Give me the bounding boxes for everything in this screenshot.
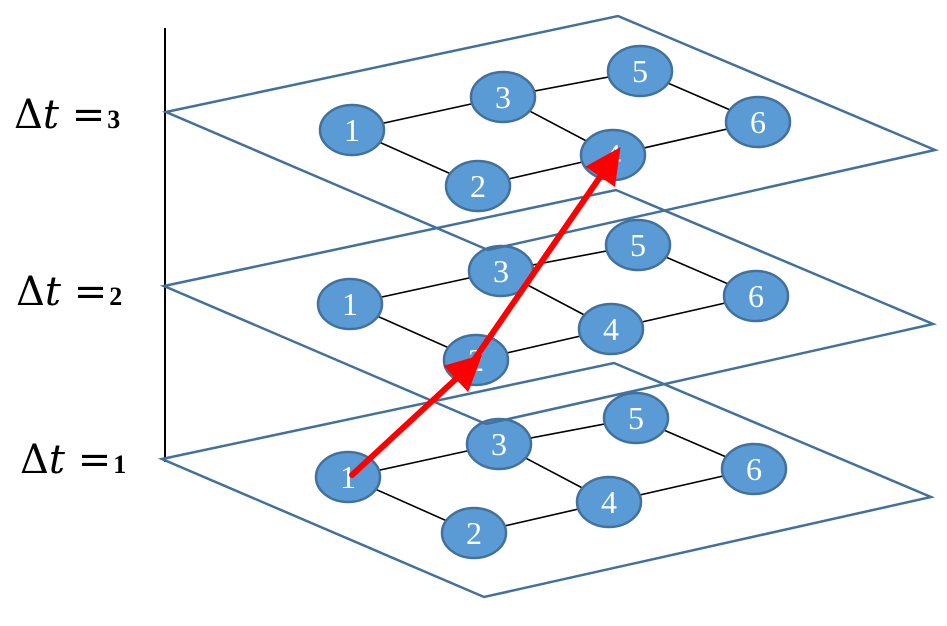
node-label: 6 bbox=[750, 104, 766, 140]
node-label: 6 bbox=[746, 451, 762, 487]
time-step-label-2: Δt =2 bbox=[16, 269, 123, 315]
path-arrow-1-to-2 bbox=[349, 354, 483, 478]
node-circle bbox=[440, 506, 508, 560]
node-5-dt-2: 5 bbox=[604, 218, 672, 272]
node-1-dt-2: 1 bbox=[316, 277, 384, 331]
node-label: 1 bbox=[340, 459, 356, 495]
node-3-dt-2: 3 bbox=[467, 244, 535, 298]
node-label: 5 bbox=[628, 400, 644, 436]
node-5-dt-1: 5 bbox=[602, 391, 670, 445]
node-label: 4 bbox=[603, 311, 619, 347]
node-circle bbox=[604, 218, 672, 272]
node-3-dt-1: 3 bbox=[465, 417, 533, 471]
node-label: 3 bbox=[491, 426, 507, 462]
node-5-dt-3: 5 bbox=[606, 44, 674, 98]
node-circle bbox=[575, 475, 643, 529]
node-label: 1 bbox=[342, 286, 358, 322]
node-3-dt-3: 3 bbox=[469, 70, 537, 124]
layer-dt-1: 1 3 5 2 4 6 bbox=[157, 361, 936, 599]
node-circle bbox=[577, 302, 645, 356]
node-4-dt-2: 4 bbox=[577, 302, 645, 356]
node-label: 2 bbox=[470, 168, 486, 204]
node-circle bbox=[318, 103, 386, 157]
node-label: 6 bbox=[748, 278, 764, 314]
plane-dt-3 bbox=[161, 14, 940, 252]
node-circle bbox=[602, 391, 670, 445]
time-step-label-1: Δt =1 bbox=[20, 437, 127, 483]
node-1-dt-3: 1 bbox=[318, 103, 386, 157]
node-circle bbox=[724, 95, 792, 149]
node-6-dt-2: 6 bbox=[722, 269, 790, 323]
node-circle bbox=[316, 277, 384, 331]
time-step-label-3: Δt =3 bbox=[14, 92, 121, 138]
plane-dt-1 bbox=[157, 361, 936, 599]
node-circle bbox=[722, 269, 790, 323]
node-label: 5 bbox=[632, 53, 648, 89]
node-2-dt-1: 2 bbox=[440, 506, 508, 560]
node-circle bbox=[465, 417, 533, 471]
node-label: 3 bbox=[493, 253, 509, 289]
temporal-path bbox=[349, 147, 621, 478]
node-circle bbox=[606, 44, 674, 98]
node-6-dt-3: 6 bbox=[724, 95, 792, 149]
node-circle bbox=[469, 70, 537, 124]
node-label: 2 bbox=[466, 515, 482, 551]
node-4-dt-1: 4 bbox=[575, 475, 643, 529]
node-label: 1 bbox=[344, 112, 360, 148]
node-2-dt-3: 2 bbox=[444, 159, 512, 213]
node-circle bbox=[720, 442, 788, 496]
node-6-dt-1: 6 bbox=[720, 442, 788, 496]
node-label: 3 bbox=[495, 79, 511, 115]
node-label: 5 bbox=[630, 227, 646, 263]
plane-dt-2 bbox=[159, 188, 938, 426]
node-label: 4 bbox=[601, 484, 617, 520]
node-circle bbox=[444, 159, 512, 213]
path-arrow-2-to-3 bbox=[471, 147, 621, 363]
node-4-dt-3: 4 bbox=[579, 128, 647, 182]
layer-dt-3: 1 3 5 2 4 6 bbox=[161, 14, 940, 252]
